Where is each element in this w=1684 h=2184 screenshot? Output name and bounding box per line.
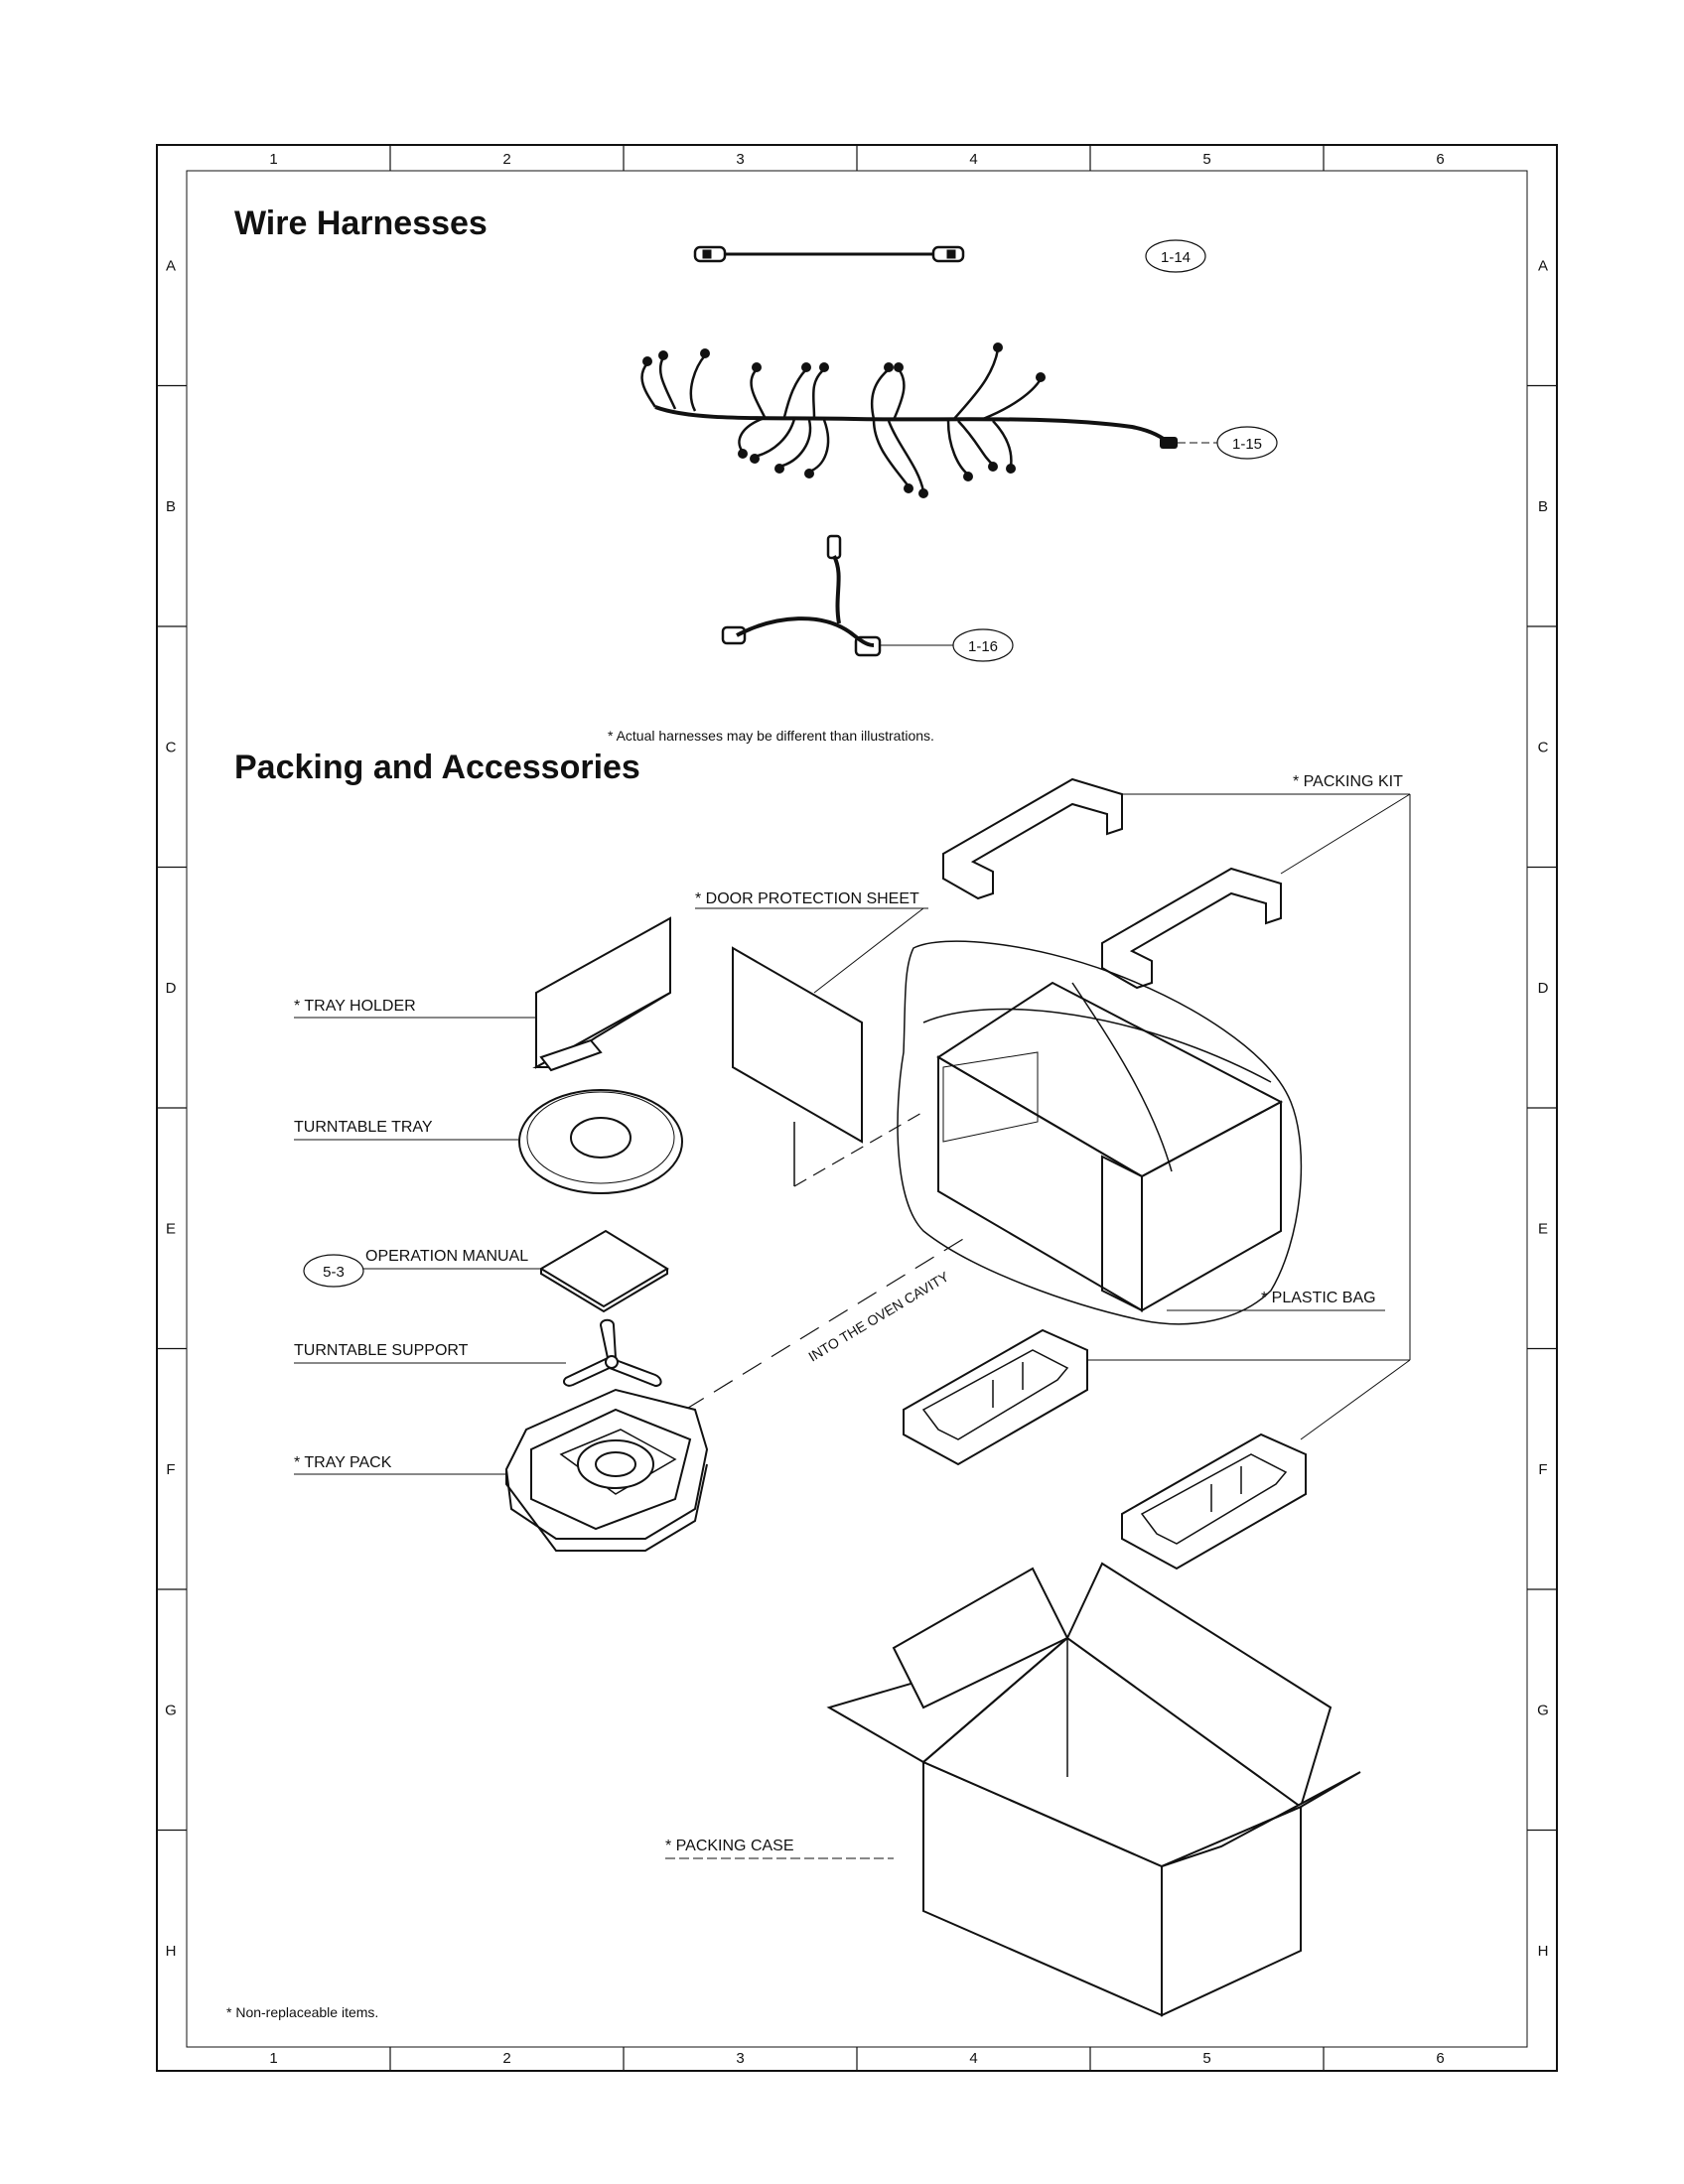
ref-5-3: 5-3: [323, 1264, 345, 1281]
harness-1-15: [640, 348, 1174, 492]
grid-row-label-right: F: [1538, 1461, 1547, 1478]
turntable-tray: [518, 1089, 683, 1194]
harness-1-15-terminals: [642, 342, 1178, 498]
grid-col-label-top: 1: [269, 151, 277, 168]
packing-case: [826, 1562, 1361, 2017]
harness-1-16-connectors: [721, 534, 882, 657]
harness-note: * Actual harnesses may be different than…: [608, 728, 934, 744]
ref-bubble-1-15: [1216, 426, 1278, 460]
microwave-oven: [936, 981, 1284, 1312]
harness-1-14: [693, 245, 965, 263]
grid-row-label-left: F: [166, 1461, 175, 1478]
plastic-bag: [897, 940, 1303, 1325]
grid-col-label-bottom: 4: [969, 2050, 977, 2067]
grid-col-label-bottom: 2: [502, 2050, 510, 2067]
door-protection-sheet: [732, 946, 863, 1144]
label-turntable-support: TURNTABLE SUPPORT: [294, 1342, 469, 1359]
grid-row-label-left: A: [166, 257, 176, 274]
packing-kit-top-left: [942, 777, 1123, 900]
grid-row-label-right: A: [1538, 257, 1548, 274]
leader-packing-kit-5: [1300, 1359, 1411, 1440]
harness-1-16: [736, 555, 875, 647]
grid-row-label-left: C: [166, 739, 177, 755]
grid-col-label-top: 3: [736, 151, 744, 168]
grid-col-label-bottom: 6: [1436, 2050, 1444, 2067]
label-turntable-tray: TURNTABLE TRAY: [294, 1119, 433, 1136]
packing-kit-bottom-right: [1121, 1433, 1307, 1570]
grid-col-label-top: 4: [969, 151, 977, 168]
packing-kit-bottom-left: [903, 1328, 1088, 1466]
grid-row-label-right: D: [1538, 980, 1549, 997]
ref-1-15: 1-15: [1232, 436, 1262, 453]
grid-col-label-bottom: 3: [736, 2050, 744, 2067]
operation-manual: [539, 1229, 669, 1313]
label-into-cavity: INTO THE OVEN CAVITY: [805, 1268, 952, 1364]
ref-bubble-5-3: [303, 1254, 364, 1288]
grid-row-label-right: H: [1538, 1943, 1549, 1960]
grid-ticks: [157, 145, 1557, 2071]
leader-door-sheet: [813, 907, 924, 994]
label-tray-holder: * TRAY HOLDER: [294, 998, 416, 1015]
tray-pack: [504, 1388, 709, 1552]
grid-col-label-bottom: 1: [269, 2050, 277, 2067]
grid-row-label-left: E: [166, 1220, 176, 1237]
footnote: * Non-replaceable items.: [226, 2004, 378, 2020]
turntable-support: [563, 1318, 662, 1388]
grid-row-label-right: G: [1537, 1702, 1549, 1718]
label-plastic-bag: * PLASTIC BAG: [1261, 1290, 1376, 1306]
label-door-protection-sheet: * DOOR PROTECTION SHEET: [695, 890, 919, 907]
label-tray-pack: * TRAY PACK: [294, 1454, 392, 1471]
sheet-insert-dash: [793, 1111, 924, 1187]
grid-col-label-top: 2: [502, 151, 510, 168]
ref-bubble-1-16: [952, 628, 1014, 662]
wire-harnesses-heading: Wire Harnesses: [234, 205, 488, 242]
packing-kit-top-right: [1101, 867, 1282, 990]
grid-row-label-right: E: [1538, 1220, 1548, 1237]
grid-row-label-left: G: [165, 1702, 177, 1718]
cavity-dash-line: [684, 1235, 969, 1411]
ref-bubble-1-14: [1145, 239, 1206, 273]
grid-col-label-bottom: 5: [1202, 2050, 1210, 2067]
grid-row-label-right: B: [1538, 498, 1548, 515]
grid-col-label-top: 5: [1202, 151, 1210, 168]
grid-row-label-left: D: [166, 980, 177, 997]
ref-1-16: 1-16: [968, 638, 998, 655]
label-packing-kit: * PACKING KIT: [1293, 773, 1403, 790]
packing-heading: Packing and Accessories: [234, 749, 640, 786]
grid-row-label-left: B: [166, 498, 176, 515]
leader-packing-kit-2: [1280, 793, 1411, 875]
grid-row-label-left: H: [166, 1943, 177, 1960]
label-operation-manual: OPERATION MANUAL: [365, 1248, 528, 1265]
label-packing-case: * PACKING CASE: [665, 1838, 794, 1854]
tray-holder: [532, 916, 671, 1072]
ref-1-14: 1-14: [1161, 249, 1191, 266]
grid-row-label-right: C: [1538, 739, 1549, 755]
grid-col-label-top: 6: [1436, 151, 1444, 168]
